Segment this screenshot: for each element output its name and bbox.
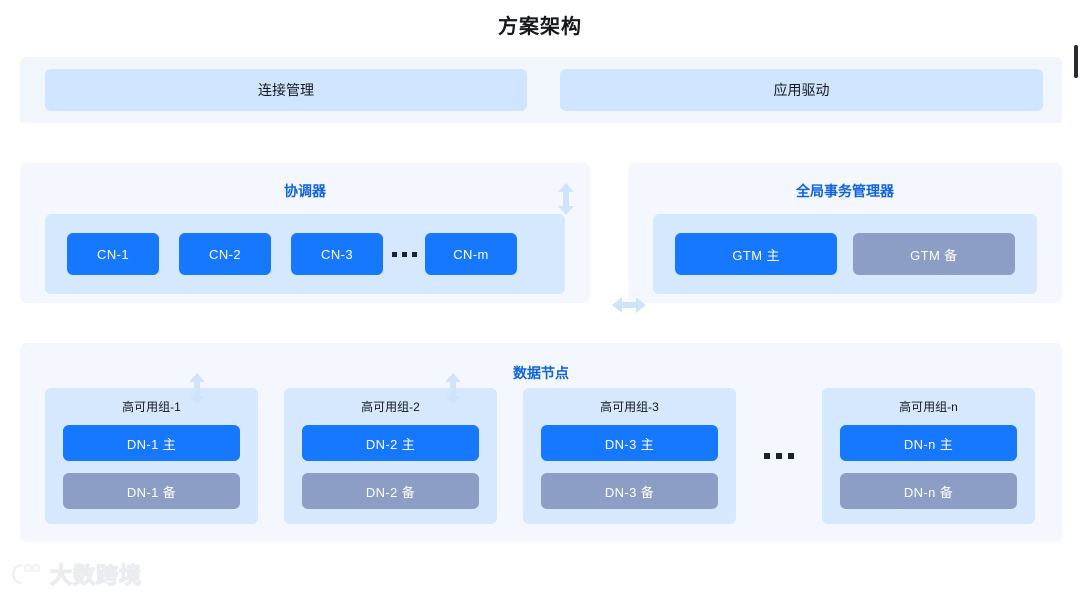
coordinator-node-cn-3[interactable]: CN-3 bbox=[291, 233, 383, 275]
node-label: CN-m bbox=[453, 246, 489, 262]
coordinator-node-cn-m[interactable]: CN-m bbox=[425, 233, 517, 275]
ha-group-title: 高可用组-n bbox=[899, 400, 958, 414]
ha-group-3[interactable]: 高可用组-3 DN-3 主 DN-3 备 bbox=[523, 388, 736, 524]
dn-primary-2[interactable]: DN-2 主 bbox=[302, 425, 479, 461]
band-footer bbox=[20, 542, 1062, 552]
gtm-panel: 全局事务管理器 GTM 主 GTM 备 bbox=[628, 163, 1062, 303]
horizontal-double-arrow-icon-coordinator-to-gtm bbox=[612, 295, 646, 315]
brand-logo-icon bbox=[11, 563, 41, 585]
coordinator-panel: 协调器 CN-1 CN-2 CN-3 CN bbox=[20, 163, 590, 303]
dn-primary-3[interactable]: DN-3 主 bbox=[541, 425, 718, 461]
ha-group-ellipsis bbox=[736, 453, 822, 459]
gtm-node-standby[interactable]: GTM 备 bbox=[852, 233, 1015, 275]
dn-primary-n[interactable]: DN-n 主 bbox=[840, 425, 1017, 461]
band-gap-lower bbox=[20, 303, 1062, 343]
coordinator-title: 协调器 bbox=[284, 183, 326, 199]
access-box-connection-management[interactable]: 连接管理 bbox=[45, 69, 527, 111]
data-nodes-panel: 数据节点 高可用组-1 DN-1 主 DN-1 备 高可用组-2 DN-2 主 bbox=[20, 343, 1062, 542]
access-box-label: 应用驱动 bbox=[773, 82, 830, 98]
scrollbar-thumb[interactable] bbox=[1074, 45, 1078, 78]
ha-group-title: 高可用组-3 bbox=[600, 400, 659, 414]
watermark: 大数跨境 bbox=[8, 558, 142, 590]
coordinator-ellipsis bbox=[383, 251, 425, 257]
gtm-node-container: GTM 主 GTM 备 bbox=[653, 214, 1037, 294]
node-label: DN-n 备 bbox=[903, 484, 954, 500]
gtm-title: 全局事务管理器 bbox=[796, 183, 894, 199]
ha-group-n[interactable]: 高可用组-n DN-n 主 DN-n 备 bbox=[822, 388, 1035, 524]
node-label: CN-3 bbox=[321, 246, 353, 262]
coordinator-node-cn-2[interactable]: CN-2 bbox=[179, 233, 271, 275]
band-gap-upper bbox=[20, 123, 1062, 163]
ha-group-title: 高可用组-2 bbox=[361, 400, 420, 414]
node-label: DN-2 备 bbox=[365, 484, 416, 500]
data-nodes-title: 数据节点 bbox=[513, 365, 569, 381]
vertical-double-arrow-icon-access-to-coordinator bbox=[556, 183, 576, 215]
node-label: CN-2 bbox=[209, 246, 241, 262]
node-label: DN-1 备 bbox=[126, 484, 177, 500]
gtm-node-primary[interactable]: GTM 主 bbox=[675, 233, 838, 275]
vertical-double-arrow-icon-coordinator-to-data-right bbox=[443, 373, 463, 405]
ha-group-list: 高可用组-1 DN-1 主 DN-1 备 高可用组-2 DN-2 主 D bbox=[45, 388, 1037, 524]
dn-standby-2[interactable]: DN-2 备 bbox=[302, 473, 479, 509]
node-label: GTM 主 bbox=[732, 247, 780, 263]
dot-icon bbox=[411, 251, 417, 257]
dn-standby-n[interactable]: DN-n 备 bbox=[840, 473, 1017, 509]
dot-icon bbox=[391, 251, 397, 257]
dn-standby-1[interactable]: DN-1 备 bbox=[63, 473, 240, 509]
dot-icon bbox=[401, 251, 407, 257]
coordinator-node-container: CN-1 CN-2 CN-3 CN-m bbox=[45, 214, 565, 294]
dn-standby-3[interactable]: DN-3 备 bbox=[541, 473, 718, 509]
vertical-double-arrow-icon-coordinator-to-data-left bbox=[187, 373, 207, 405]
dot-icon bbox=[764, 453, 770, 459]
node-label: GTM 备 bbox=[910, 247, 958, 263]
coordinator-node-cn-1[interactable]: CN-1 bbox=[67, 233, 159, 275]
diagram-frame: 连接管理 应用驱动 协调器 CN-1 CN-2 CN-3 bbox=[20, 57, 1062, 552]
ha-group-2[interactable]: 高可用组-2 DN-2 主 DN-2 备 bbox=[284, 388, 497, 524]
node-label: CN-1 bbox=[97, 246, 129, 262]
ha-group-title: 高可用组-1 bbox=[122, 400, 181, 414]
page-title: 方案架构 bbox=[498, 16, 582, 38]
watermark-text: 大数跨境 bbox=[49, 562, 143, 588]
access-box-application-driver[interactable]: 应用驱动 bbox=[560, 69, 1043, 111]
access-box-label: 连接管理 bbox=[258, 82, 314, 98]
node-label: DN-n 主 bbox=[903, 436, 954, 452]
dot-icon bbox=[776, 453, 782, 459]
node-label: DN-3 主 bbox=[604, 436, 655, 452]
dot-icon bbox=[788, 453, 794, 459]
node-label: DN-2 主 bbox=[365, 436, 416, 452]
ha-group-1[interactable]: 高可用组-1 DN-1 主 DN-1 备 bbox=[45, 388, 258, 524]
node-label: DN-1 主 bbox=[126, 436, 177, 452]
dn-primary-1[interactable]: DN-1 主 bbox=[63, 425, 240, 461]
node-label: DN-3 备 bbox=[604, 484, 655, 500]
